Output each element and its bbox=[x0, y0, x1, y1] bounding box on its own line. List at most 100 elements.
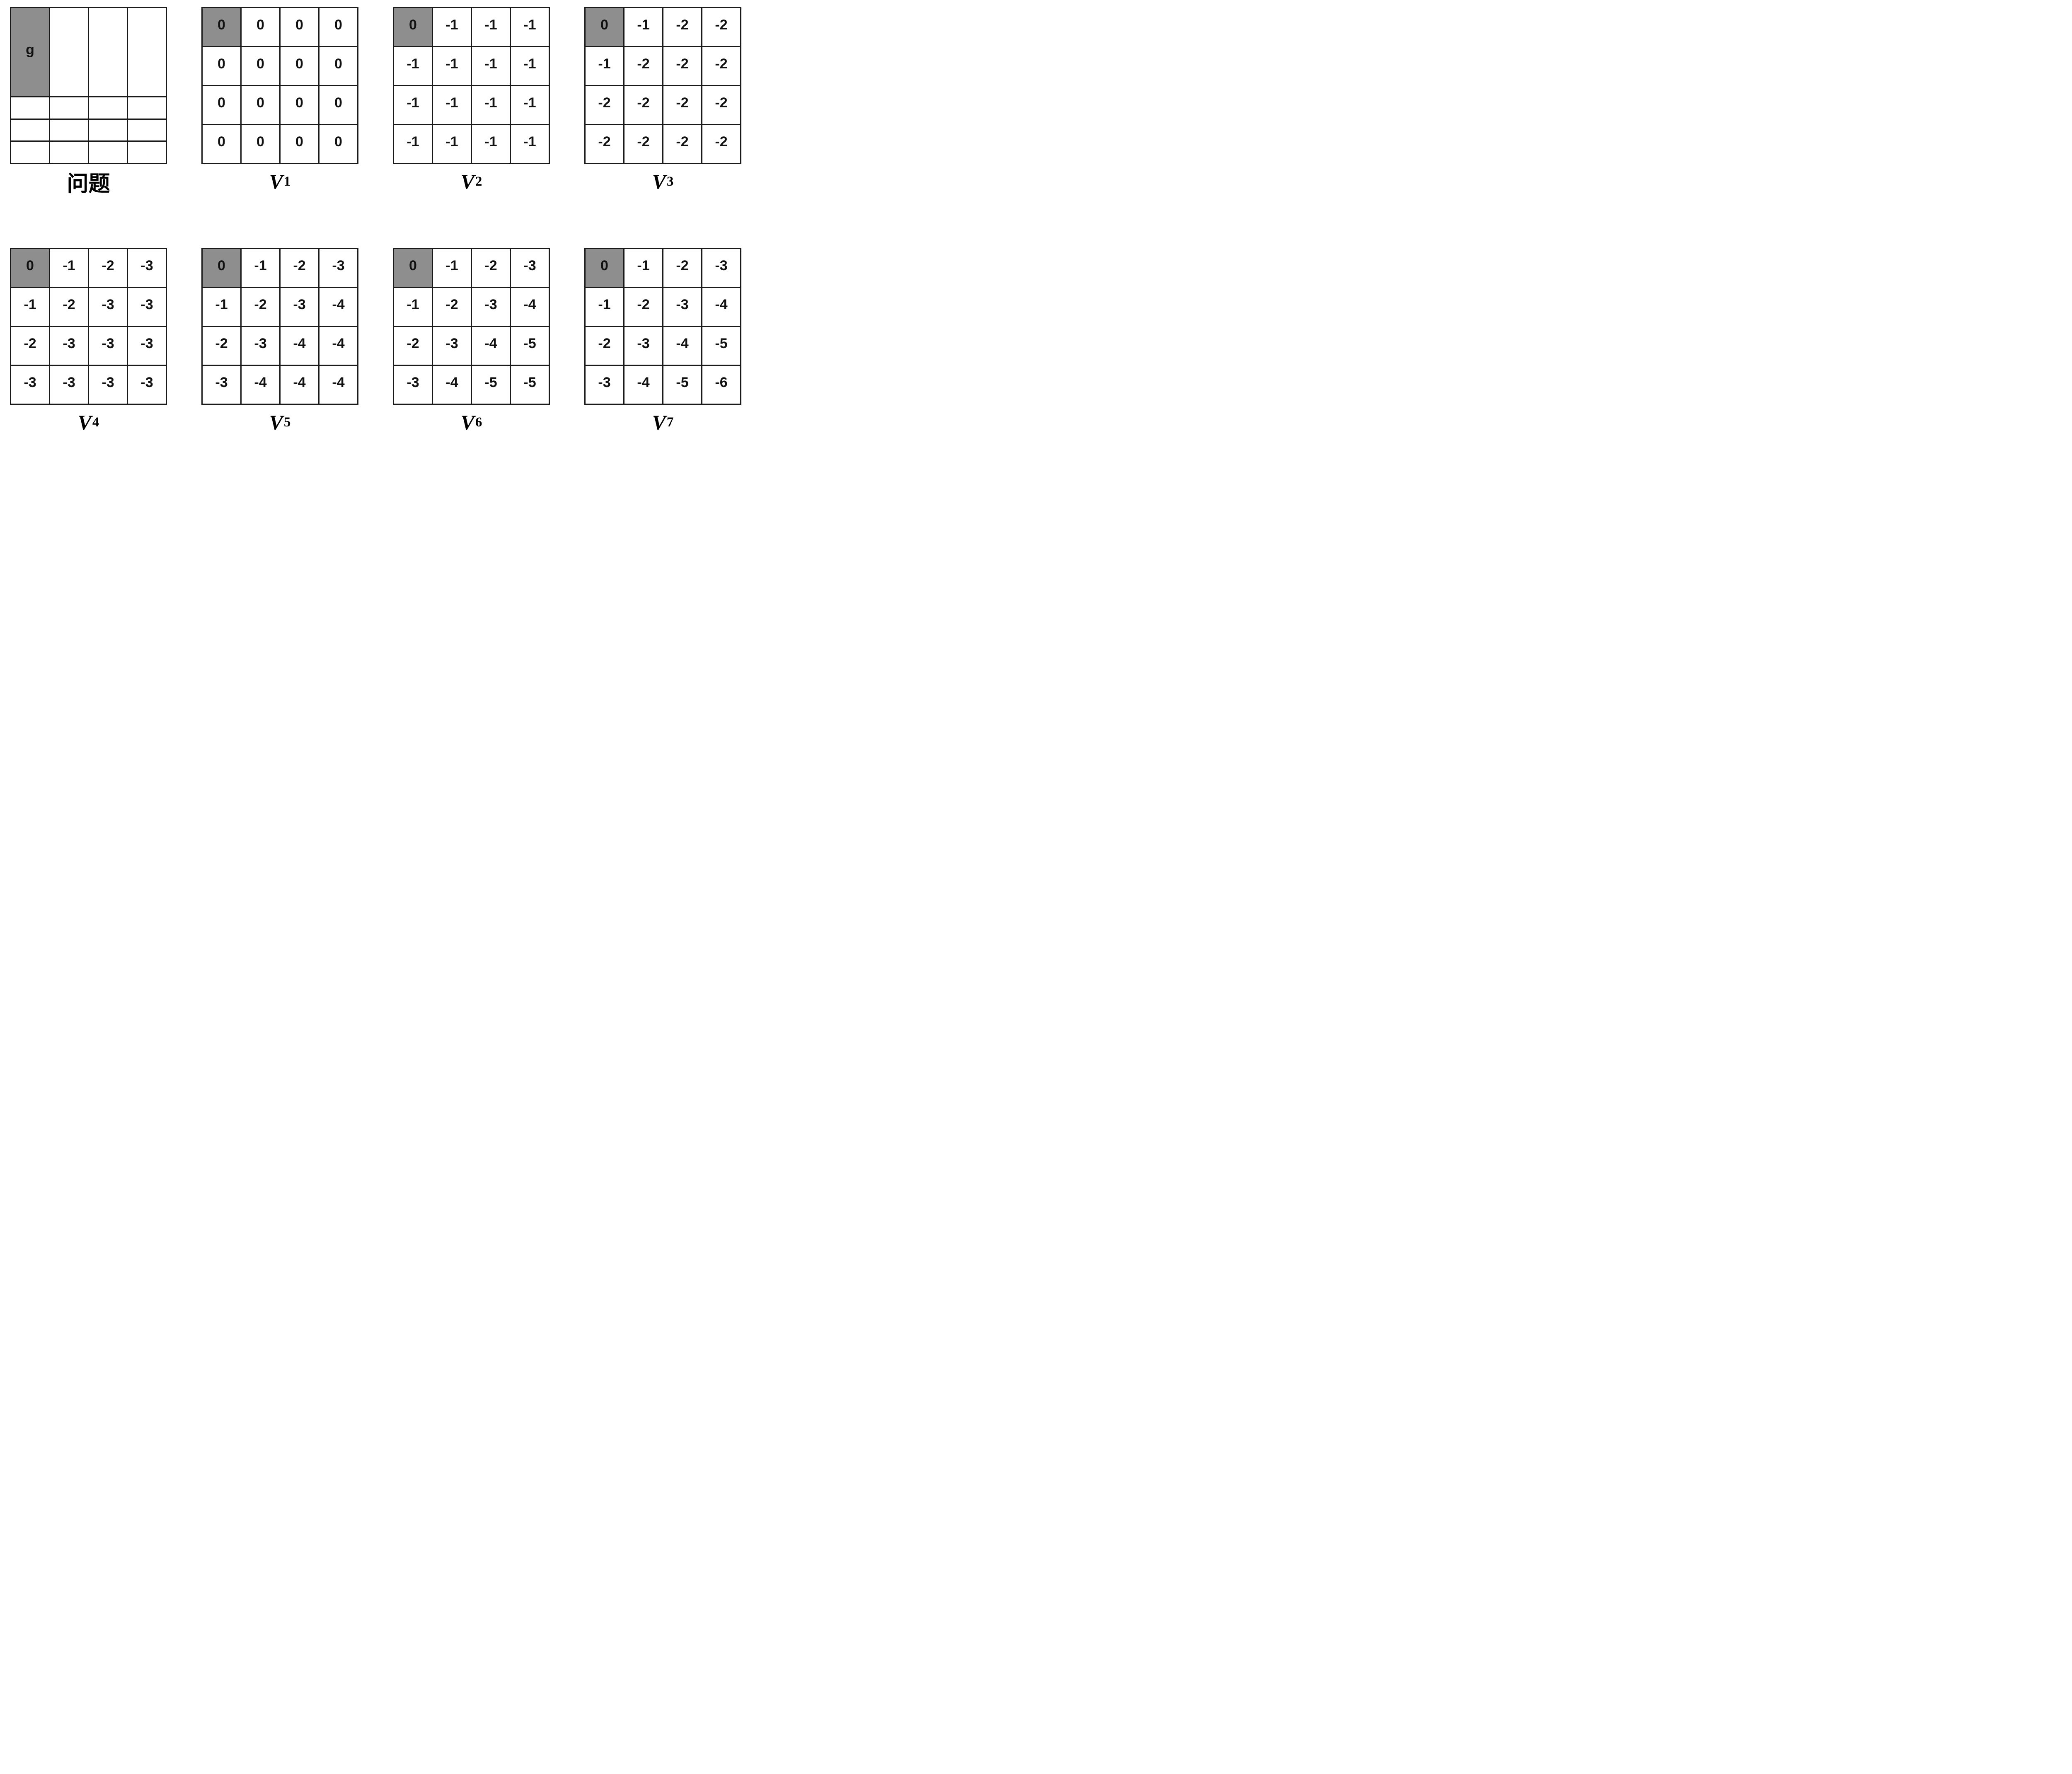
grid-cell: 0 bbox=[201, 124, 242, 164]
grid-cell: -2 bbox=[623, 85, 663, 125]
grid-row: 0-1-2-3 bbox=[10, 248, 167, 288]
grid-cell: -3 bbox=[240, 326, 281, 366]
grid-cell: -1 bbox=[432, 7, 472, 47]
grid-cell: -4 bbox=[279, 365, 320, 405]
grid-cell: 0 bbox=[240, 46, 281, 86]
grid-cell bbox=[49, 7, 89, 97]
grid-cell: -1 bbox=[432, 248, 472, 288]
grid-cell: -5 bbox=[510, 365, 550, 405]
grid-cell bbox=[88, 140, 128, 164]
grid-cell: -1 bbox=[471, 85, 511, 125]
grid-cell: -3 bbox=[701, 248, 741, 288]
grid-cell: 0 bbox=[279, 7, 320, 47]
grid-cell: -4 bbox=[318, 287, 358, 327]
grid-cell: -2 bbox=[584, 326, 625, 366]
grid-cell: -3 bbox=[49, 326, 89, 366]
grid-cell: -2 bbox=[701, 124, 741, 164]
grid-cell bbox=[49, 140, 89, 164]
grid-cell: -1 bbox=[510, 7, 550, 47]
grid-cell: -5 bbox=[471, 365, 511, 405]
grid-cell: -4 bbox=[701, 287, 741, 327]
grid-row bbox=[10, 140, 167, 164]
grid-cell: -3 bbox=[127, 287, 167, 327]
grid-cell: -2 bbox=[201, 326, 242, 366]
grid-cell: -3 bbox=[201, 365, 242, 405]
grid-cell: -3 bbox=[471, 287, 511, 327]
grid-cell: -5 bbox=[662, 365, 702, 405]
grid-cell bbox=[127, 7, 167, 97]
grid-cell: -2 bbox=[49, 287, 89, 327]
label-text: V bbox=[652, 170, 666, 193]
grid-row: -1-1-1-1 bbox=[393, 124, 550, 164]
grid-cell: -2 bbox=[623, 287, 663, 327]
label-text: V bbox=[269, 411, 283, 434]
grid-cell: 0 bbox=[279, 85, 320, 125]
grid-row: -2-2-2-2 bbox=[584, 124, 741, 164]
grid-cell: -1 bbox=[471, 124, 511, 164]
grid-row: -3-4-5-6 bbox=[584, 365, 741, 405]
grid-cell: -2 bbox=[88, 248, 128, 288]
grid-row bbox=[10, 96, 167, 120]
grid-cell: -1 bbox=[240, 248, 281, 288]
grid-cell: -3 bbox=[279, 287, 320, 327]
grid-cell: -1 bbox=[584, 46, 625, 86]
grid-cell: -3 bbox=[662, 287, 702, 327]
grid-cell: -2 bbox=[701, 46, 741, 86]
grid-cell: -3 bbox=[127, 248, 167, 288]
grid-cell: 0 bbox=[318, 46, 358, 86]
grid-cell: -1 bbox=[432, 85, 472, 125]
grid-row: -2-3-3-3 bbox=[10, 326, 167, 366]
grid-cell: -3 bbox=[318, 248, 358, 288]
grid-row: 0-1-2-3 bbox=[393, 248, 550, 288]
grid-row: -1-2-3-3 bbox=[10, 287, 167, 327]
grid-cell: -1 bbox=[510, 124, 550, 164]
grid-cell: -2 bbox=[584, 124, 625, 164]
panel-problem: g 问题 bbox=[10, 7, 167, 196]
grid-row: -3-3-3-3 bbox=[10, 365, 167, 405]
grid-cell: -1 bbox=[432, 124, 472, 164]
grid-cell: -1 bbox=[510, 85, 550, 125]
grid-cell: -2 bbox=[432, 287, 472, 327]
grid-cell bbox=[127, 140, 167, 164]
grid-cell: -4 bbox=[662, 326, 702, 366]
grid-cell: -2 bbox=[662, 85, 702, 125]
grid-cell: -2 bbox=[240, 287, 281, 327]
grid-row: -1-1-1-1 bbox=[393, 46, 550, 86]
grid-cell: -1 bbox=[49, 248, 89, 288]
grid-cell: 0 bbox=[279, 46, 320, 86]
grid-cell: -3 bbox=[127, 365, 167, 405]
goal-cell: 0 bbox=[584, 7, 625, 47]
grid-cell: -5 bbox=[510, 326, 550, 366]
grid-row: 0-1-2-3 bbox=[584, 248, 741, 288]
grid-cell: 0 bbox=[318, 7, 358, 47]
grid-cell: -2 bbox=[471, 248, 511, 288]
grid-cell bbox=[49, 96, 89, 120]
grid-cell: -2 bbox=[10, 326, 50, 366]
label-text: V bbox=[77, 411, 92, 434]
grid-row: -3-4-5-5 bbox=[393, 365, 550, 405]
grid-cell: -1 bbox=[393, 287, 433, 327]
grid-cell: -3 bbox=[10, 365, 50, 405]
grid-cell: -5 bbox=[701, 326, 741, 366]
grid-cell: -4 bbox=[623, 365, 663, 405]
grid-cell: -1 bbox=[471, 46, 511, 86]
grid-cell: -4 bbox=[318, 365, 358, 405]
label-text: V bbox=[652, 411, 666, 434]
grid-cell: -1 bbox=[10, 287, 50, 327]
grid-cell: -3 bbox=[510, 248, 550, 288]
grid-cell: -4 bbox=[318, 326, 358, 366]
goal-cell: 0 bbox=[584, 248, 625, 288]
grid-cell: -3 bbox=[88, 365, 128, 405]
grid-cell: -1 bbox=[623, 248, 663, 288]
grid-cell bbox=[127, 96, 167, 120]
